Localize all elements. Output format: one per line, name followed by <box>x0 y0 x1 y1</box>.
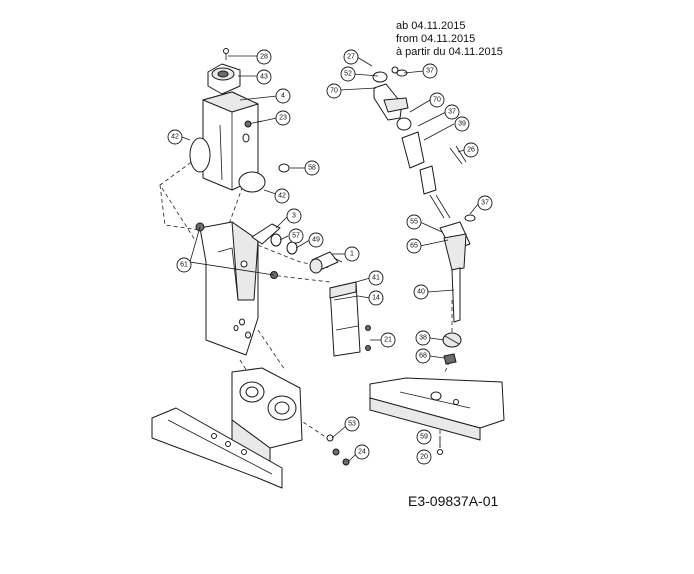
svg-text:40: 40 <box>417 289 425 296</box>
callout-55: 55 <box>406 214 422 230</box>
callout-41: 41 <box>368 270 384 286</box>
callout-23: 23 <box>275 110 291 126</box>
callout-70-left: 70 <box>326 83 342 99</box>
pinion-gear <box>442 332 462 348</box>
callout-28: 28 <box>256 49 272 65</box>
svg-text:61: 61 <box>180 262 188 269</box>
screws-21 <box>365 325 371 351</box>
svg-text:4: 4 <box>281 93 285 100</box>
svg-text:57: 57 <box>292 233 300 240</box>
svg-text:37: 37 <box>426 68 434 75</box>
callout-38: 38 <box>415 330 431 346</box>
nut-68 <box>443 353 457 365</box>
fasteners-53-24 <box>326 434 350 466</box>
bracket-plate <box>199 221 259 356</box>
callout-58: 58 <box>304 160 320 176</box>
washer-57 <box>270 233 282 247</box>
washer-49 <box>286 241 298 255</box>
svg-text:26: 26 <box>467 147 475 154</box>
svg-text:20: 20 <box>420 454 428 461</box>
callout-20: 20 <box>416 449 432 465</box>
callout-61: 61 <box>176 257 192 273</box>
callout-37-lower: 37 <box>477 195 493 211</box>
date-note-line-3: à partir du 04.11.2015 <box>396 46 503 58</box>
callout-4: 4 <box>275 88 291 104</box>
svg-text:55: 55 <box>410 219 418 226</box>
callout-1: 1 <box>344 246 360 262</box>
top-screw <box>223 48 229 60</box>
callout-labels: 28 43 4 23 42 58 42 3 57 49 1 61 41 14 2… <box>167 49 493 465</box>
callout-37-middle: 37 <box>444 104 460 120</box>
callout-68: 68 <box>415 348 431 364</box>
drawing-code: E3-09837A-01 <box>408 493 499 509</box>
svg-text:59: 59 <box>420 434 428 441</box>
svg-text:68: 68 <box>419 353 427 360</box>
svg-text:37: 37 <box>448 109 456 116</box>
svg-text:42: 42 <box>278 193 286 200</box>
svg-text:21: 21 <box>384 337 392 344</box>
callout-42-right: 42 <box>274 188 290 204</box>
washer-disc-right <box>238 171 266 193</box>
callout-3: 3 <box>286 208 302 224</box>
callout-40: 40 <box>413 284 429 300</box>
washer-disc-left <box>189 137 211 173</box>
svg-text:14: 14 <box>372 295 380 302</box>
leader-lines <box>181 55 479 463</box>
callout-14: 14 <box>368 290 384 306</box>
svg-text:43: 43 <box>260 74 268 81</box>
pivot-shaft <box>309 251 343 274</box>
callout-39: 39 <box>454 116 470 132</box>
svg-text:27: 27 <box>347 54 355 61</box>
bolt-23 <box>244 120 263 128</box>
date-note: ab 04.11.2015 from 04.11.2015 à partir d… <box>396 20 503 59</box>
lower-shaft-assembly <box>439 214 476 323</box>
svg-text:1: 1 <box>350 251 354 258</box>
clip-26 <box>449 145 467 165</box>
svg-text:3: 3 <box>292 213 296 220</box>
date-note-line-1: ab 04.11.2015 <box>396 20 466 32</box>
callout-37-upper: 37 <box>422 63 438 79</box>
callout-26: 26 <box>463 142 479 158</box>
steering-column-housing <box>202 91 259 191</box>
callout-59: 59 <box>416 429 432 445</box>
callout-65: 65 <box>406 238 422 254</box>
svg-text:28: 28 <box>260 54 268 61</box>
date-note-line-2: from 04.11.2015 <box>396 33 476 45</box>
svg-text:53: 53 <box>348 421 356 428</box>
callout-52: 52 <box>340 66 356 82</box>
svg-text:52: 52 <box>344 71 352 78</box>
callout-70-right: 70 <box>429 92 445 108</box>
frame-plate-right <box>369 377 505 441</box>
callout-57: 57 <box>288 228 304 244</box>
svg-text:24: 24 <box>358 449 366 456</box>
svg-text:70: 70 <box>330 88 338 95</box>
svg-text:23: 23 <box>279 115 287 122</box>
callout-49: 49 <box>308 232 324 248</box>
svg-text:39: 39 <box>458 121 466 128</box>
spring-ring <box>278 163 290 173</box>
guide-plate <box>329 281 361 357</box>
callout-21: 21 <box>380 332 396 348</box>
pivot-arm <box>251 223 281 245</box>
bolt-59-20 <box>437 436 443 455</box>
svg-text:42: 42 <box>171 134 179 141</box>
svg-text:37: 37 <box>481 200 489 207</box>
svg-text:49: 49 <box>312 237 320 244</box>
upper-shaft-assembly <box>372 66 451 219</box>
svg-text:58: 58 <box>308 165 316 172</box>
lower-frame-rail <box>151 407 283 489</box>
callout-43: 43 <box>256 69 272 85</box>
bearing-block <box>207 63 241 95</box>
callout-42-left: 42 <box>167 129 183 145</box>
callout-53: 53 <box>344 416 360 432</box>
callout-27: 27 <box>343 49 359 65</box>
svg-text:38: 38 <box>419 335 427 342</box>
svg-text:41: 41 <box>372 275 380 282</box>
svg-text:70: 70 <box>433 97 441 104</box>
svg-text:65: 65 <box>410 243 418 250</box>
callout-24: 24 <box>354 444 370 460</box>
